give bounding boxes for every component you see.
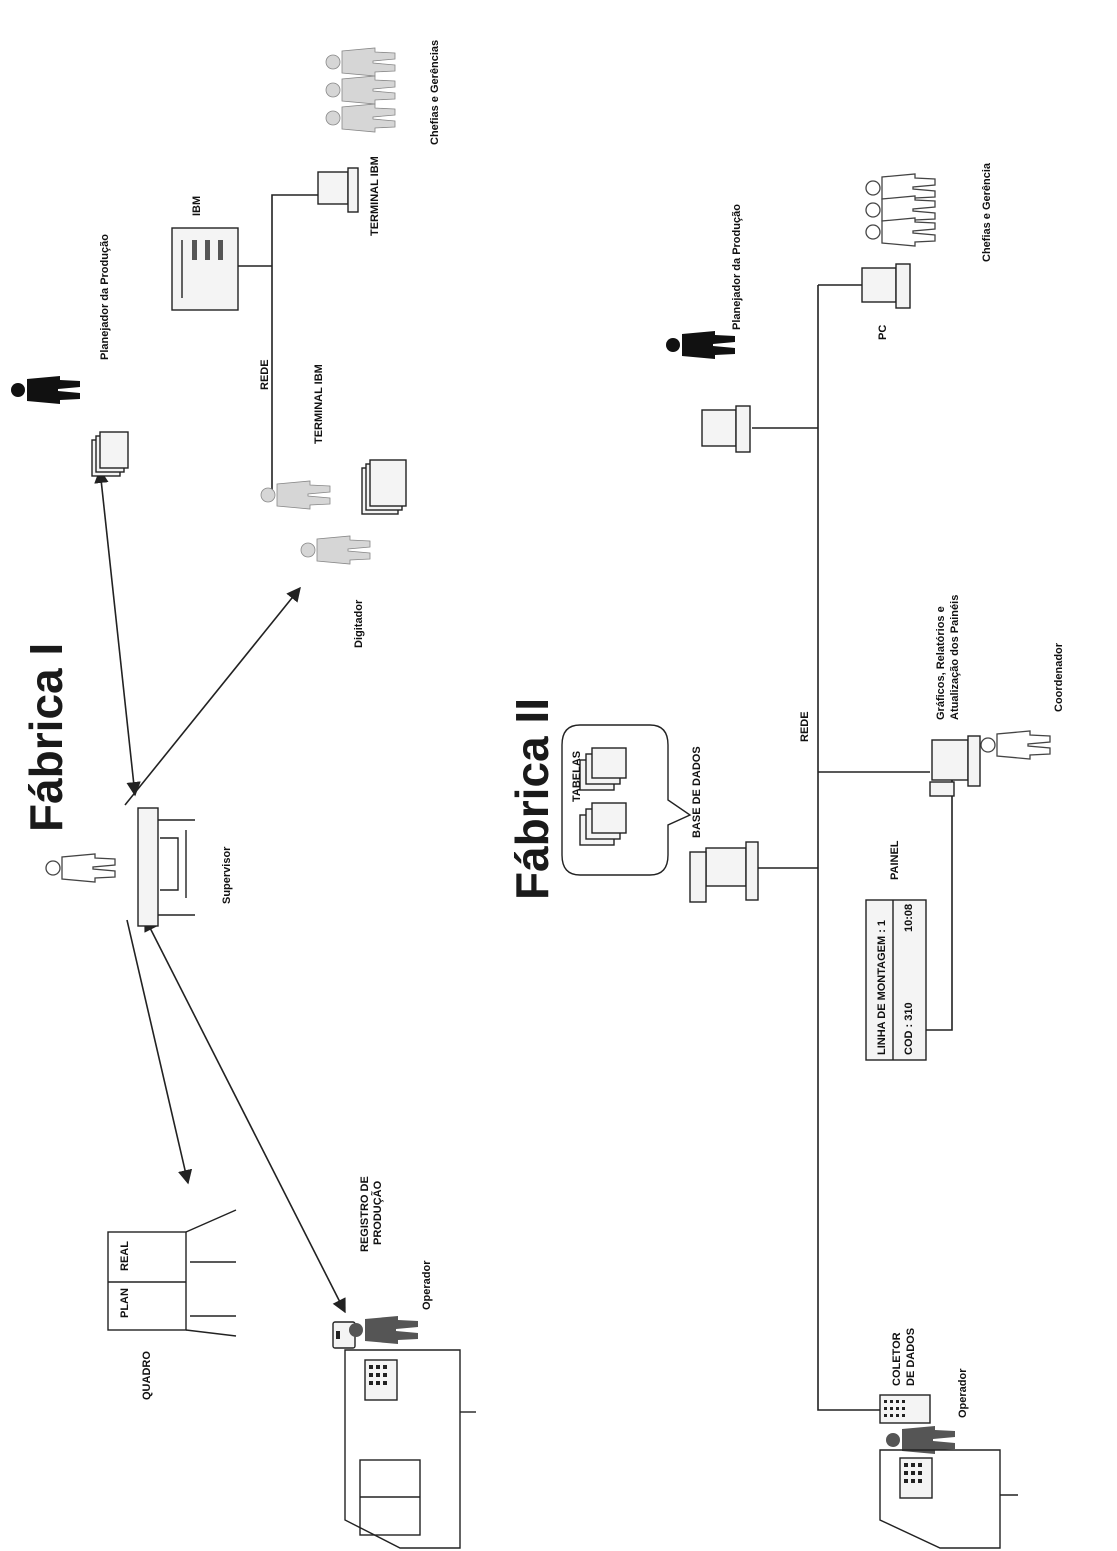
painel-line1: LINHA DE MONTAGEM : 1 bbox=[876, 920, 888, 1055]
rede-f2-label: REDE bbox=[799, 711, 811, 742]
painel-link bbox=[926, 775, 952, 1030]
machine-icon bbox=[345, 1350, 476, 1548]
painel-time: 10:08 bbox=[903, 904, 915, 932]
terminal-ibm-2-label: TERMINAL IBM bbox=[369, 156, 381, 236]
papers-stack-icon bbox=[92, 432, 128, 476]
arrow-supervisor-digitador bbox=[125, 588, 300, 805]
coletor-icon bbox=[880, 1395, 930, 1423]
quadro-label: QUADRO bbox=[141, 1351, 153, 1400]
coordenador-figure bbox=[981, 731, 1050, 759]
registro-label-line2: PRODUÇÃO bbox=[371, 1180, 384, 1245]
chefias-f1-label: Chefias e Gerências bbox=[429, 40, 441, 145]
planejador-figure bbox=[11, 376, 80, 404]
arrow-supervisor-registro bbox=[145, 918, 345, 1312]
machine-f2-icon bbox=[880, 1450, 1018, 1548]
painel-label: PAINEL bbox=[889, 840, 901, 880]
pc-icon bbox=[862, 264, 910, 308]
rede-main-line bbox=[818, 285, 880, 1410]
digitador-label: Digitador bbox=[353, 599, 365, 648]
arrow-supervisor-planejador bbox=[100, 470, 135, 795]
rede-line-f1 bbox=[272, 195, 330, 500]
supervisor-label: Supervisor bbox=[221, 846, 233, 904]
ibm-mainframe-icon bbox=[172, 228, 238, 310]
base-de-dados-label: BASE DE DADOS bbox=[691, 746, 703, 838]
factory-1-section: Fábrica I Supervisor REAL PLAN bbox=[11, 40, 476, 1548]
coordenador-label: Coordenador bbox=[1053, 642, 1065, 712]
coletor-label-line1: COLETOR bbox=[891, 1332, 903, 1386]
base-de-dados-icon bbox=[690, 842, 758, 902]
digitador-figure bbox=[261, 481, 370, 564]
operador-f2-label: Operador bbox=[957, 1368, 969, 1418]
operador-label: Operador bbox=[421, 1260, 433, 1310]
rede-f1-label: REDE bbox=[259, 359, 271, 390]
planejador-f2-figure bbox=[666, 331, 735, 359]
arrow-supervisor-quadro bbox=[127, 920, 188, 1183]
ibm-label: IBM bbox=[191, 196, 203, 216]
painel-display bbox=[866, 900, 926, 1060]
factory-1-title: Fábrica I bbox=[20, 643, 72, 832]
pc-label: PC bbox=[877, 325, 889, 340]
registro-label-line1: REGISTRO DE bbox=[359, 1176, 371, 1252]
terminal-ibm-1-label: TERMINAL IBM bbox=[313, 364, 325, 444]
chefias-group-f1 bbox=[326, 48, 395, 132]
planejador-f2-computer-icon bbox=[702, 406, 750, 452]
tabelas-label: TABELAS bbox=[571, 751, 583, 802]
factory-2-title: Fábrica II bbox=[506, 698, 558, 900]
tables-stack-icon bbox=[580, 748, 626, 845]
chefias-group-f2 bbox=[866, 174, 935, 246]
terminal-ibm-1-icon bbox=[362, 460, 406, 514]
terminal-ibm-2-icon bbox=[318, 168, 358, 212]
planejador-label: Planejador da Produção bbox=[99, 234, 111, 360]
graficos-workstation-icon bbox=[930, 736, 980, 796]
operador-figure bbox=[349, 1316, 418, 1344]
graficos-label-line1: Gráficos, Relatórios e bbox=[935, 606, 947, 720]
planejador-f2-label: Planejador da Produção bbox=[731, 204, 743, 330]
quadro-plan-label: PLAN bbox=[119, 1288, 131, 1318]
chefias-f2-label: Chefias e Gerência bbox=[981, 162, 993, 262]
quadro-real-label: REAL bbox=[119, 1241, 131, 1271]
graficos-label-line2: Atualização dos Painéis bbox=[949, 595, 961, 720]
painel-cod: COD : 310 bbox=[903, 1002, 915, 1055]
coletor-label-line2: DE DADOS bbox=[905, 1328, 917, 1386]
factory-2-section: Fábrica II TABELAS BASE DE DADOS bbox=[506, 162, 1065, 1548]
